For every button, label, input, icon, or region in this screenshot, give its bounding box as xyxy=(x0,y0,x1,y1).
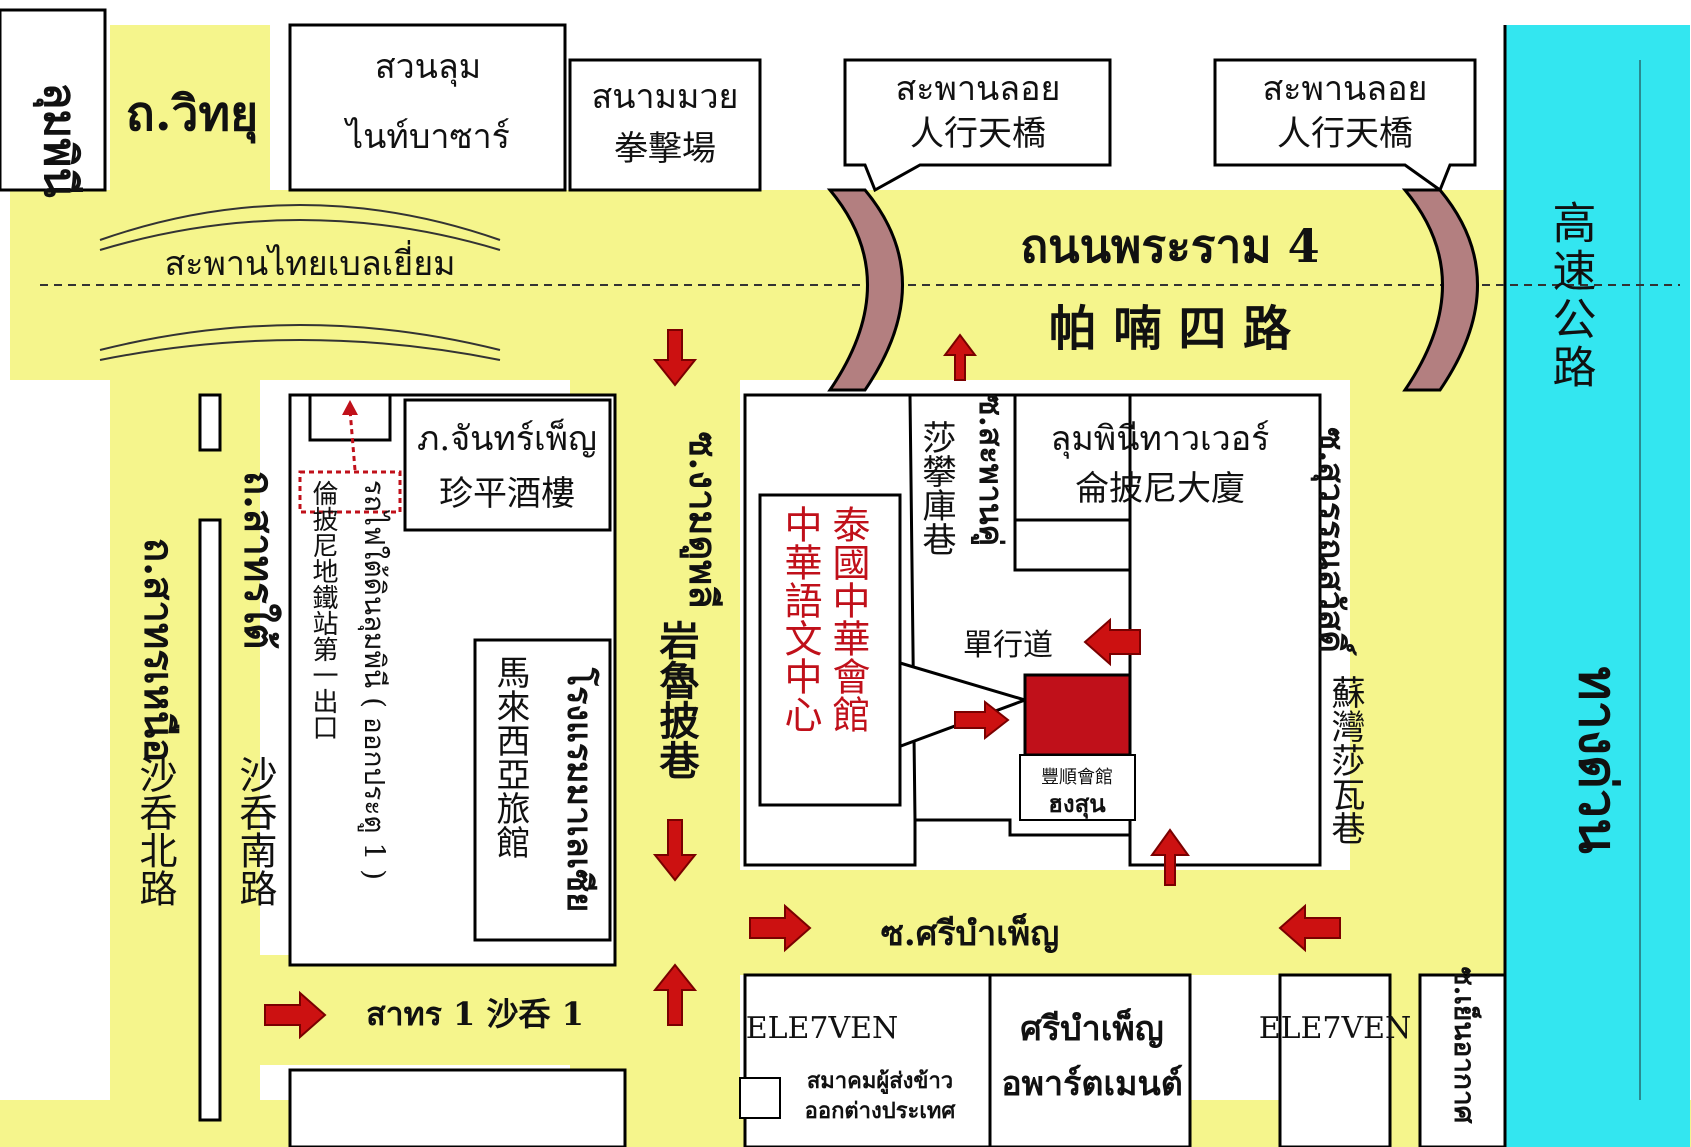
label-soi-ngam-zh: 岩魯披巷 xyxy=(653,620,701,780)
label-rice-assoc-th: สมาคมผู้ส่งข้าว xyxy=(807,1068,953,1095)
label-seven-eleven-2: ELE7VEN xyxy=(1259,1011,1412,1046)
label-one-way: 單行道 xyxy=(963,628,1053,663)
label-soi-saphan-zh: 莎攀庫巷 xyxy=(916,420,956,556)
label-rama4-zh: 帕 喃 四 路 xyxy=(1049,301,1292,357)
hongsoon-building xyxy=(1023,673,1132,757)
traffic-arrows xyxy=(264,329,1341,1040)
label-mrt-zh: 倫披尼地鐵站第一出口 xyxy=(308,480,338,740)
label-hongsoon-zh: 豐順會館 xyxy=(1041,767,1113,788)
label-boxing-th: สนามมวย xyxy=(592,77,739,117)
label-lumpini-vertical: ลุมพินี xyxy=(32,82,85,197)
label-hongsoon-th: ฮงสุน xyxy=(1048,789,1106,820)
label-park-th2: ไนท์บาซาร์ xyxy=(343,117,510,157)
label-sathorn-south-th: ถ.สาทรใต้ xyxy=(235,471,282,649)
label-sathorn-north-th: ถ.สาทรเหนือ xyxy=(135,538,182,762)
expressway-band xyxy=(1505,25,1690,1147)
label-boxing-zh: 拳擊場 xyxy=(614,129,716,169)
label-soi-ngam-th: ซ.งามดูพลี xyxy=(679,432,726,609)
label-soi-suan-th: ซ.สุวรรณสวัสดิ์ xyxy=(1310,427,1357,656)
label-park-th: สวนลุม xyxy=(375,47,481,87)
label-expressway-th: ทางด่วน xyxy=(1567,666,1628,854)
label-soi-sribumphen: ซ.ศรีบำเพ็ญ xyxy=(881,912,1059,954)
label-soi-saphan-th: ซ.สะพานคู่ xyxy=(970,394,1010,546)
label-sathorn-north-zh: 沙呑北路 xyxy=(133,755,177,907)
label-wireless-rd: ถ.วิทยุ xyxy=(126,86,259,144)
mrt-exit-marker xyxy=(298,470,402,514)
label-sathorn1: สาทร 1 沙呑 1 xyxy=(366,995,584,1033)
label-flyover: สะพานไทยเบลเยี่ยม xyxy=(164,240,455,284)
label-apartment-th: ศรีบำเพ็ญ xyxy=(1020,1007,1164,1049)
label-seven-eleven-1: ELE7VEN xyxy=(746,1011,899,1046)
label-hotel-zh: 馬來西亞旅館 xyxy=(490,655,530,859)
label-footbridge2-zh: 人行天橋 xyxy=(1277,114,1413,154)
label-restaurant-zh: 珍平酒樓 xyxy=(439,474,575,514)
label-association-col1: 泰國中華會館 xyxy=(826,505,870,733)
label-soi-suan-zh: 蘇灣莎瓦巷 xyxy=(1325,675,1365,845)
label-rice-assoc-th2: ออกต่างประเทศ xyxy=(805,1098,957,1124)
label-association-col2: 中華語文中心 xyxy=(778,505,822,733)
label-lumpini-tower-zh: 侖披尼大廈 xyxy=(1075,469,1245,509)
label-footbridge1-zh: 人行天橋 xyxy=(910,114,1046,154)
label-sathorn-south-zh: 沙呑南路 xyxy=(233,755,277,907)
label-apartment-th2: อพาร์ตเมนต์ xyxy=(1001,1064,1183,1104)
label-expressway-zh: 高速公路 xyxy=(1545,200,1596,392)
label-restaurant-th: ภ.จันทร์เพ็ญ xyxy=(417,418,597,459)
label-lumpini-tower-th: ลุมพินีทาวเวอร์ xyxy=(1051,419,1270,459)
label-rama4-th: ถนนพระราม 4 xyxy=(1020,219,1319,273)
label-footbridge2-th: สะพานลอย xyxy=(1263,69,1428,109)
label-mrt-th: รถไฟใต้ดินลุมพินี ( ออกประตู 1 ) xyxy=(357,480,391,880)
label-hotel-th: โรงแรมมาเลเซีย xyxy=(559,667,600,912)
label-footbridge1-th: สะพานลอย xyxy=(896,69,1061,109)
footbridge-2-crossing xyxy=(1401,188,1479,392)
label-soi-yen: ซ.เย็นอากาศ xyxy=(1448,967,1482,1125)
footbridge-1-crossing xyxy=(826,188,904,392)
